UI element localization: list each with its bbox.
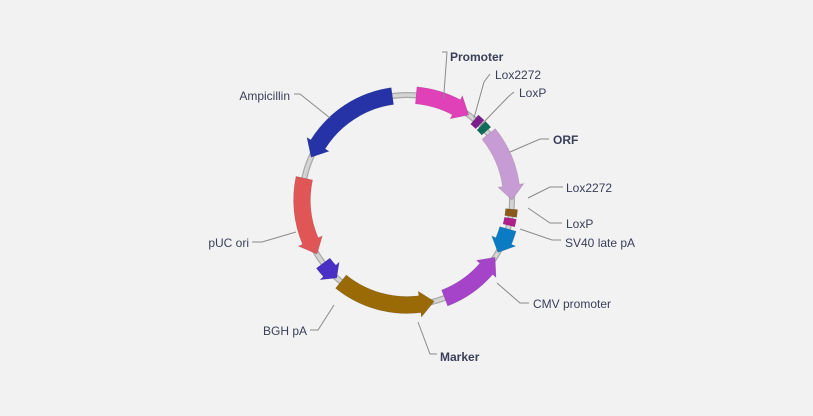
promoter-label: Promoter xyxy=(450,50,504,64)
lox2272-b-leader-line xyxy=(527,186,563,199)
loxp-a-feature-arrow[interactable] xyxy=(476,121,492,136)
loxp-b-label: LoxP xyxy=(566,217,593,231)
marker-label: Marker xyxy=(440,350,480,364)
orf-feature-arrow[interactable] xyxy=(481,128,525,201)
ampicillin-leader-line xyxy=(294,93,331,119)
sv40-late-pa-label: SV40 late pA xyxy=(565,236,635,250)
bgh-pa-feature-arrow[interactable] xyxy=(315,257,340,281)
loxp-a-leader-line xyxy=(479,91,515,127)
lox2272-a-feature-arrow[interactable] xyxy=(470,114,485,130)
ampicillin-label: Ampicillin xyxy=(239,89,290,103)
loxp-b-leader-line xyxy=(527,207,562,224)
lox2272-b-label: Lox2272 xyxy=(566,181,612,195)
orf-leader-line xyxy=(509,138,549,153)
orf-label: ORF xyxy=(553,133,578,147)
lox2272-a-label: Lox2272 xyxy=(495,68,541,82)
puc-ori-label: pUC ori xyxy=(208,236,249,250)
puc-ori-feature-arrow[interactable] xyxy=(293,176,323,255)
cmv-promoter-feature-arrow[interactable] xyxy=(441,256,497,307)
sv40-late-pa-leader-line xyxy=(519,228,561,241)
feature-layer xyxy=(293,86,525,318)
promoter-leader-line xyxy=(442,51,448,99)
marker-feature-arrow[interactable] xyxy=(335,274,435,318)
cmv-promoter-label: CMV promoter xyxy=(533,297,611,311)
promoter-feature-arrow[interactable] xyxy=(415,86,470,120)
bgh-pa-label: BGH pA xyxy=(263,324,307,338)
loxp-b-feature-arrow[interactable] xyxy=(502,216,517,228)
lox2272-a-leader-line xyxy=(473,73,491,119)
puc-ori-leader-line xyxy=(252,231,297,243)
bgh-pa-leader-line xyxy=(310,304,335,331)
cmv-promoter-leader-line xyxy=(496,282,529,304)
ampicillin-feature-arrow[interactable] xyxy=(306,87,394,158)
sv40-late-pa-feature-arrow[interactable] xyxy=(491,226,517,253)
lox2272-b-feature-arrow[interactable] xyxy=(504,208,518,218)
marker-leader-line xyxy=(417,321,437,355)
loxp-a-label: LoxP xyxy=(519,86,546,100)
